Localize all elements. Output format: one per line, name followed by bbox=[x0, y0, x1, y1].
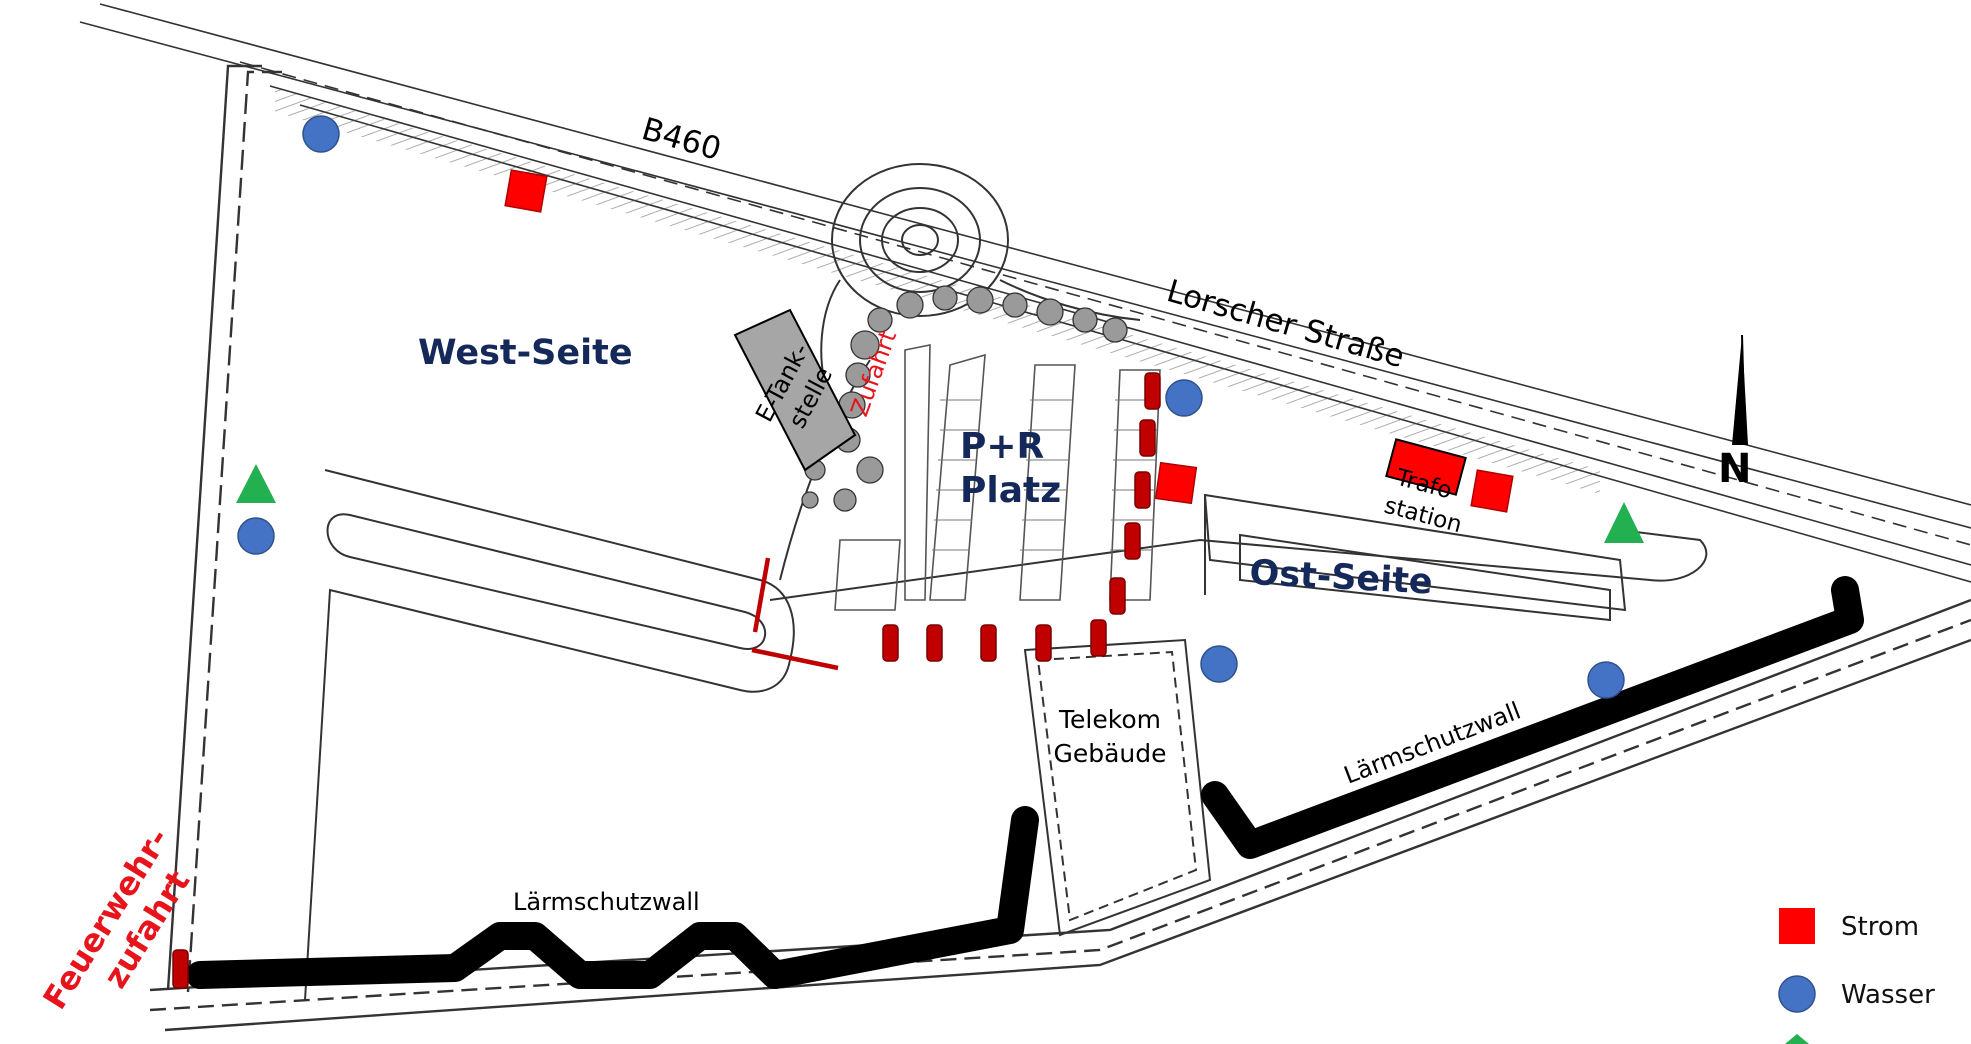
water-marker bbox=[1587, 661, 1625, 699]
bollard bbox=[926, 624, 943, 662]
noise-wall-left bbox=[186, 806, 1039, 989]
legend-strom-swatch bbox=[1779, 908, 1815, 944]
bollards bbox=[172, 372, 1161, 989]
telekom-building bbox=[1023, 638, 1212, 937]
bollard bbox=[980, 624, 997, 662]
bollard bbox=[1035, 624, 1052, 662]
power-marker bbox=[504, 169, 548, 213]
area-label-west: West-Seite bbox=[418, 333, 633, 373]
area-label-pr-line2: Platz bbox=[960, 470, 1061, 511]
area-label-ost: Ost-Seite bbox=[1249, 553, 1434, 603]
feuerwehr-label: Feuerwehr- zufahrt bbox=[35, 821, 197, 1016]
north-arrow: N bbox=[1718, 334, 1751, 492]
site-boundary bbox=[149, 64, 1971, 1032]
telekom-label-line1: Telekom bbox=[1058, 705, 1161, 734]
bollard bbox=[1134, 471, 1151, 509]
bollard bbox=[882, 624, 899, 662]
legend-triangle-swatch bbox=[1785, 1034, 1809, 1044]
bollard bbox=[1090, 619, 1107, 657]
water-marker bbox=[302, 115, 340, 153]
legend-strom-label: Strom bbox=[1841, 912, 1919, 942]
bollard bbox=[1144, 372, 1161, 410]
water-marker bbox=[1200, 645, 1238, 683]
trafo-box bbox=[1385, 438, 1467, 496]
vegetation-hedge bbox=[801, 285, 1128, 512]
noise-wall-label-left: Lärmschutzwall bbox=[513, 888, 700, 916]
legend: Strom Wasser bbox=[1778, 908, 1935, 1044]
power-marker bbox=[1470, 469, 1514, 513]
triangle-marker bbox=[236, 464, 276, 503]
e-tankstelle-box bbox=[733, 308, 857, 472]
north-letter: N bbox=[1718, 446, 1751, 492]
telekom-label-line2: Gebäude bbox=[1053, 739, 1166, 768]
triangle-markers bbox=[236, 464, 1644, 543]
water-marker bbox=[1165, 379, 1203, 417]
barrier-lines bbox=[751, 557, 839, 671]
trafo-label-line2: station bbox=[1381, 493, 1464, 539]
bollard bbox=[1139, 419, 1156, 457]
water-markers bbox=[237, 115, 1625, 699]
legend-wasser-swatch bbox=[1778, 975, 1816, 1013]
area-label-pr-line1: P+R bbox=[960, 426, 1044, 467]
bollard bbox=[1124, 522, 1141, 560]
parking-rows bbox=[834, 344, 1161, 611]
bollard bbox=[172, 949, 189, 989]
water-marker bbox=[237, 517, 275, 555]
legend-wasser-label: Wasser bbox=[1841, 980, 1935, 1010]
power-marker bbox=[1154, 461, 1198, 505]
noise-wall-right bbox=[1201, 576, 1864, 859]
bollard bbox=[1109, 577, 1126, 615]
triangle-marker bbox=[1604, 502, 1644, 543]
power-markers bbox=[504, 169, 1514, 513]
